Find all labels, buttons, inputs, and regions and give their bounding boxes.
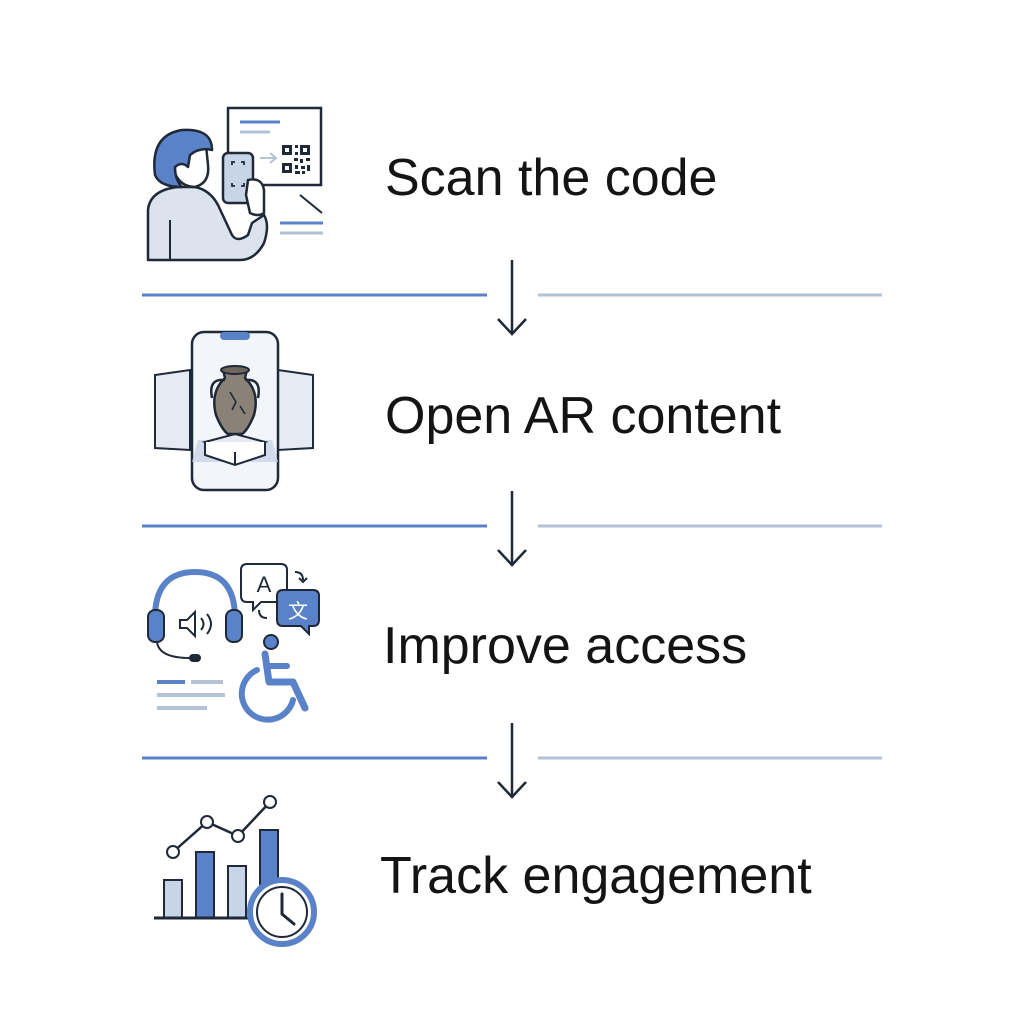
step-divider-arrow [0, 255, 1024, 345]
headphones-icon [147, 568, 243, 662]
step-open-ar: Open AR content [0, 330, 1024, 500]
step-track-engagement: Track engagement [0, 790, 1024, 960]
step-label: Scan the code [385, 149, 718, 207]
step-improve-access: A 文 Improve access [0, 560, 1024, 730]
analytics-chart-clock-icon [150, 790, 330, 955]
person-scanning-qr-icon [140, 95, 340, 265]
step-label: Improve access [383, 617, 748, 675]
accessibility-icons: A 文 [145, 560, 345, 730]
svg-text:A: A [257, 572, 272, 597]
step-divider-arrow [0, 718, 1024, 808]
translate-icon: A 文 [240, 563, 320, 637]
step-divider-arrow [0, 486, 1024, 576]
wheelchair-icon [238, 634, 309, 723]
step-label: Track engagement [380, 847, 812, 905]
phone-ar-vase-icon [150, 330, 320, 495]
step-label: Open AR content [385, 387, 782, 445]
svg-text:文: 文 [288, 599, 308, 623]
step-scan: Scan the code [0, 90, 1024, 270]
